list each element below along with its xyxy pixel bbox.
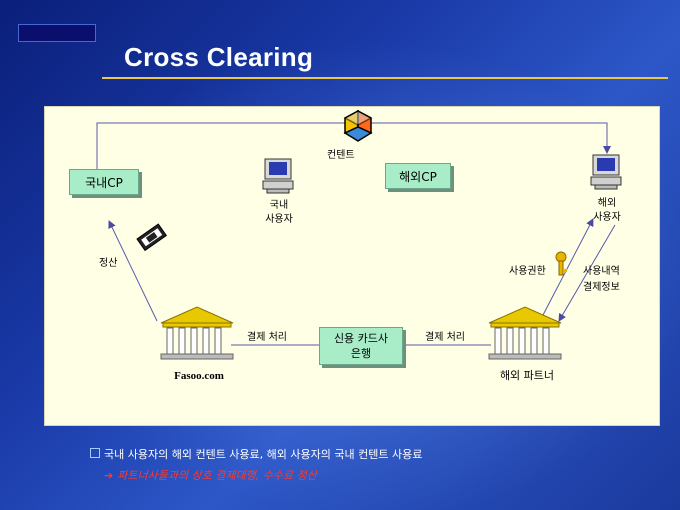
cash-icon (136, 223, 168, 252)
bank-left-icon (160, 306, 234, 360)
diagram-svg (96, 109, 622, 360)
clearing-left-label: 결제 처리 (247, 332, 287, 343)
usage-details-arrow (558, 224, 616, 322)
usage-rights-label: 사용권한 (509, 266, 546, 277)
fasoo-label: Fasoo.com (174, 370, 224, 382)
clearing-right-label: 결제 처리 (425, 332, 465, 343)
title-underline (102, 77, 668, 79)
page-title: Cross Clearing (124, 42, 314, 72)
domestic-user-computer-icon (262, 158, 294, 194)
settlement-label: 정산 (99, 258, 118, 269)
usage-rights-arrow (542, 218, 594, 316)
overseas-user-computer-icon (590, 154, 622, 190)
footer-line-2: ➔파트너사들과의 상호 결제대행, 수수료 정산 (104, 469, 317, 482)
content-cube-icon (343, 109, 373, 142)
settlement-arrow (108, 220, 158, 322)
overseas-cp-box: 해외CP (385, 163, 451, 189)
overseas-partner-label: 해외 파트너 (499, 369, 555, 382)
domestic-cp-box: 국내CP (69, 169, 139, 195)
bank-right-icon (488, 306, 562, 360)
bullet-icon (90, 448, 100, 458)
logo-placeholder (18, 24, 96, 42)
key-icon (555, 251, 567, 276)
content-label: 컨텐트 (327, 150, 355, 161)
arrow-right-icon: ➔ (104, 469, 114, 482)
footer-line-1: 국내 사용자의 해외 컨텐트 사용료, 해외 사용자의 국내 컨텐트 사용료 (90, 446, 422, 462)
